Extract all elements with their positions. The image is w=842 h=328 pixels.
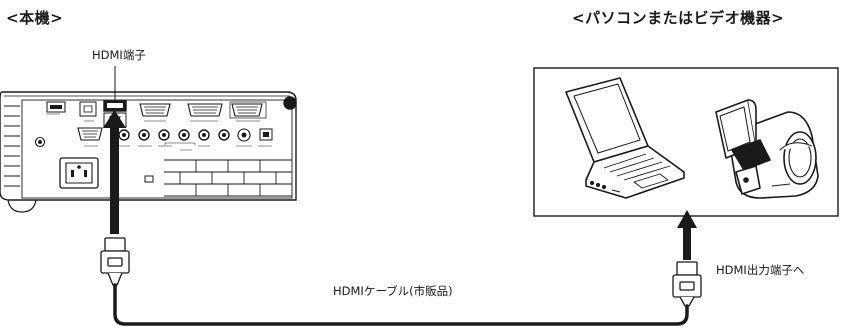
- cable-label: HDMIケーブル(市販品): [333, 284, 453, 298]
- arrow-up-icon: [103, 110, 126, 234]
- projector-rear-panel-icon: [0, 91, 297, 213]
- laptop-icon: [565, 77, 685, 199]
- hdmi-plug-icon: [100, 237, 130, 286]
- hdmi-output-label: HDMI出力端子へ: [716, 263, 805, 277]
- arrow-up-icon: [677, 210, 697, 260]
- projector-heading: <本機>: [6, 9, 64, 27]
- hdmi-cable: [113, 283, 689, 326]
- video-camera-icon: [715, 99, 819, 199]
- hdmi-plug-icon: [672, 261, 702, 307]
- source-device-heading: <パソコンまたはビデオ機器>: [572, 9, 785, 27]
- hdmi-terminal-label: HDMI端子: [92, 48, 146, 62]
